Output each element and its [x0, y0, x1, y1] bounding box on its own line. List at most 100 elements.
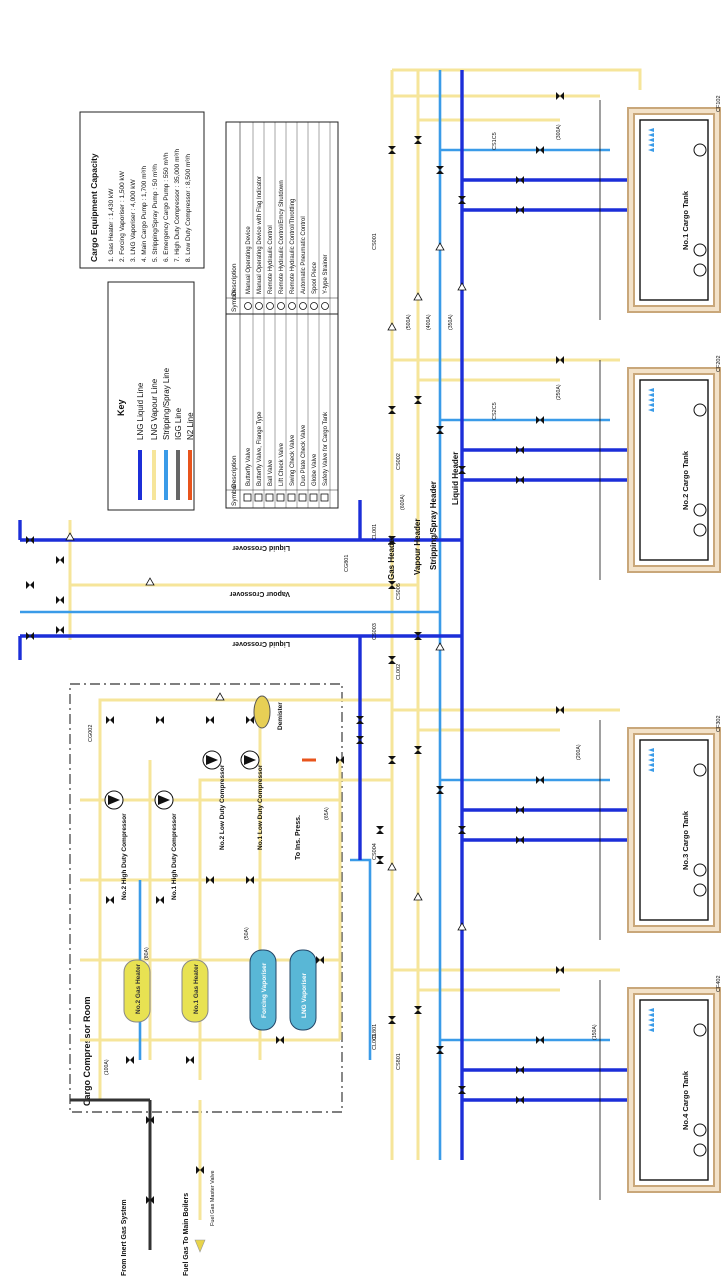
pipe-size-label: (100A) — [104, 1059, 110, 1075]
valve-tag: CL003 — [372, 1034, 378, 1050]
symbol-icon — [287, 493, 296, 502]
symbol-desc-left: Globe Valve — [312, 453, 318, 486]
svg-text:Globe Valve: Globe Valve — [312, 453, 318, 486]
valve-icon — [388, 656, 396, 664]
valve-icon — [376, 826, 384, 834]
flow-arrow-icon — [145, 577, 155, 586]
svg-text:Demister: Demister — [277, 702, 284, 730]
svg-text:Butterfly Valve: Butterfly Valve — [246, 447, 252, 486]
valve-icon — [556, 966, 564, 974]
external-connections: From Inert Gas System Fuel Gas To Main B… — [121, 1170, 216, 1276]
no1-low-duty-compressor: No.1 Low Duty Compressor — [240, 750, 264, 850]
svg-text:No.1 High Duty Compressor: No.1 High Duty Compressor — [171, 813, 178, 900]
svg-text:No.2 Cargo Tank: No.2 Cargo Tank — [681, 450, 690, 510]
svg-text:CL003: CL003 — [372, 1034, 378, 1050]
svg-text:5. Stripping/Spray Pump : 50 m: 5. Stripping/Spray Pump : 50 m³/h — [152, 164, 159, 262]
svg-text:CS002: CS002 — [396, 453, 402, 470]
svg-text:No.2 High Duty Compressor: No.2 High Duty Compressor — [121, 813, 128, 900]
key-item-vapour: LNG Vapour Line — [150, 378, 159, 500]
pipe-size-label: (600A) — [400, 494, 406, 510]
valve-icon — [414, 746, 422, 754]
valve-icon — [414, 632, 422, 640]
valve-icon — [414, 136, 422, 144]
symbol-desc-left: Butterfly Valve — [246, 447, 252, 486]
cargo-tank-3: No.3 Cargo Tank CF302 — [599, 715, 722, 940]
svg-text:CG801: CG801 — [344, 555, 350, 572]
capacity-list: 1. Gas Heater : 1,430 kW 2. Forcing Vapor… — [108, 149, 192, 262]
valve-icon — [536, 146, 544, 154]
valves: CS001CS002CS003CS004CS005CL001CL002CL003… — [26, 92, 598, 1204]
svg-text:7. High Duty Compressor : 35,0: 7. High Duty Compressor : 35,000 m³/h — [174, 149, 181, 262]
flow-arrow-icon — [435, 642, 445, 651]
valve-icon — [336, 756, 344, 764]
capacity-item: 8. Low Duty Compressor : 8,500 m³/h — [185, 154, 192, 262]
svg-text:8. Low Duty Compressor : 8,500: 8. Low Duty Compressor : 8,500 m³/h — [185, 154, 192, 262]
svg-text:CS005: CS005 — [396, 583, 402, 600]
symbol-rows: Butterfly Valve Butterfly Valve, Flange T… — [243, 122, 331, 508]
flow-arrow-icon — [215, 692, 225, 701]
valve-icon — [186, 1056, 194, 1064]
capacity-item: 4. Main Cargo Pump : 1,700 m³/h — [141, 166, 148, 262]
svg-text:(100A): (100A) — [104, 1059, 110, 1075]
svg-text:(600A): (600A) — [400, 494, 406, 510]
svg-text:No.1 Cargo Tank: No.1 Cargo Tank — [681, 190, 690, 250]
forcing-vaporiser: Forcing Vaporiser — [249, 949, 277, 1031]
svg-text:(150A): (150A) — [592, 1024, 598, 1040]
tank-id-label: CF302 — [716, 715, 722, 732]
valve-icon — [146, 1116, 154, 1124]
tank-label: No.3 Cargo Tank — [681, 810, 690, 870]
svg-text:(350A): (350A) — [448, 314, 454, 330]
valve-icon — [376, 856, 384, 864]
pipe-size-label: (350A) — [448, 314, 454, 330]
no2-high-duty-compressor: No.2 High Duty Compressor — [104, 790, 128, 900]
pipe-size-label: (200A) — [576, 744, 582, 760]
symbol-desc-right: Manual Operating Device — [246, 226, 252, 294]
svg-text:CL002: CL002 — [396, 664, 402, 680]
liquid-header-label: Liquid Header — [451, 452, 460, 505]
flow-arrow-icon — [413, 892, 423, 901]
svg-text:CF302: CF302 — [716, 715, 722, 732]
valve-icon — [56, 556, 64, 564]
tank-id-label: CF102 — [716, 95, 722, 112]
desc-header-right: Description — [231, 263, 238, 296]
svg-text:(400A): (400A) — [426, 314, 432, 330]
svg-text:N2 Line: N2 Line — [186, 412, 195, 440]
svg-text:Butterfly Valve, Flange Type: Butterfly Valve, Flange Type — [257, 411, 263, 486]
valve-icon — [206, 876, 214, 884]
valve-icon — [26, 536, 34, 544]
svg-text:Remote Hydraulic Control/Emcy: Remote Hydraulic Control/Emcy Shutdown — [279, 180, 285, 294]
valve-tag: CS801 — [396, 1053, 402, 1070]
svg-text:No.1 Gas Heater: No.1 Gas Heater — [193, 963, 200, 1014]
svg-text:2. Forcing Vaporiser : 1,500 k: 2. Forcing Vaporiser : 1,500 kW — [119, 170, 126, 262]
capacity-item: 1. Gas Heater : 1,430 kW — [108, 188, 115, 262]
svg-text:6. Emergency Cargo Pump : 550: 6. Emergency Cargo Pump : 550 m³/h — [163, 152, 170, 262]
symbol-icon — [265, 493, 274, 502]
svg-text:Safety Valve for Cargo Tank: Safety Valve for Cargo Tank — [323, 411, 329, 486]
to-ins-press: To Ins. Press. — [295, 815, 302, 860]
valve-tag: CL002 — [396, 664, 402, 680]
pipe-size-label: (80A) — [144, 947, 150, 960]
capacity-item: 6. Emergency Cargo Pump : 550 m³/h — [163, 152, 170, 262]
svg-text:CL801: CL801 — [372, 1024, 378, 1040]
svg-text:(80A): (80A) — [144, 947, 150, 960]
svg-text:No.1 Low Duty Compressor: No.1 Low Duty Compressor — [257, 764, 264, 850]
valve-icon — [536, 776, 544, 784]
flow-arrow-icon — [435, 242, 445, 251]
valve-icon — [156, 716, 164, 724]
valve-icon — [536, 416, 544, 424]
symbol-desc-right: Y-type Strainer — [323, 255, 329, 294]
svg-text:Manual Operating Device with F: Manual Operating Device with Flag Indica… — [257, 176, 263, 294]
valve-icon — [458, 826, 466, 834]
liquid-crossover-label-1: Liquid Crossover — [232, 544, 290, 551]
symbol-desc-left: Duo Plate Check Valve — [301, 424, 307, 486]
svg-text:CF402: CF402 — [716, 975, 722, 992]
pipe-size-label: (65A) — [324, 807, 330, 820]
svg-text:No.3 Cargo Tank: No.3 Cargo Tank — [681, 810, 690, 870]
key-item-liquid: LNG Liquid Line — [136, 382, 145, 500]
symbol-icon — [310, 302, 318, 310]
pipe-size-label: (500A) — [406, 314, 412, 330]
symbol-icon — [321, 302, 329, 310]
sym-header-right: Symbol — [231, 290, 238, 312]
flow-arrow-icon — [387, 322, 397, 331]
